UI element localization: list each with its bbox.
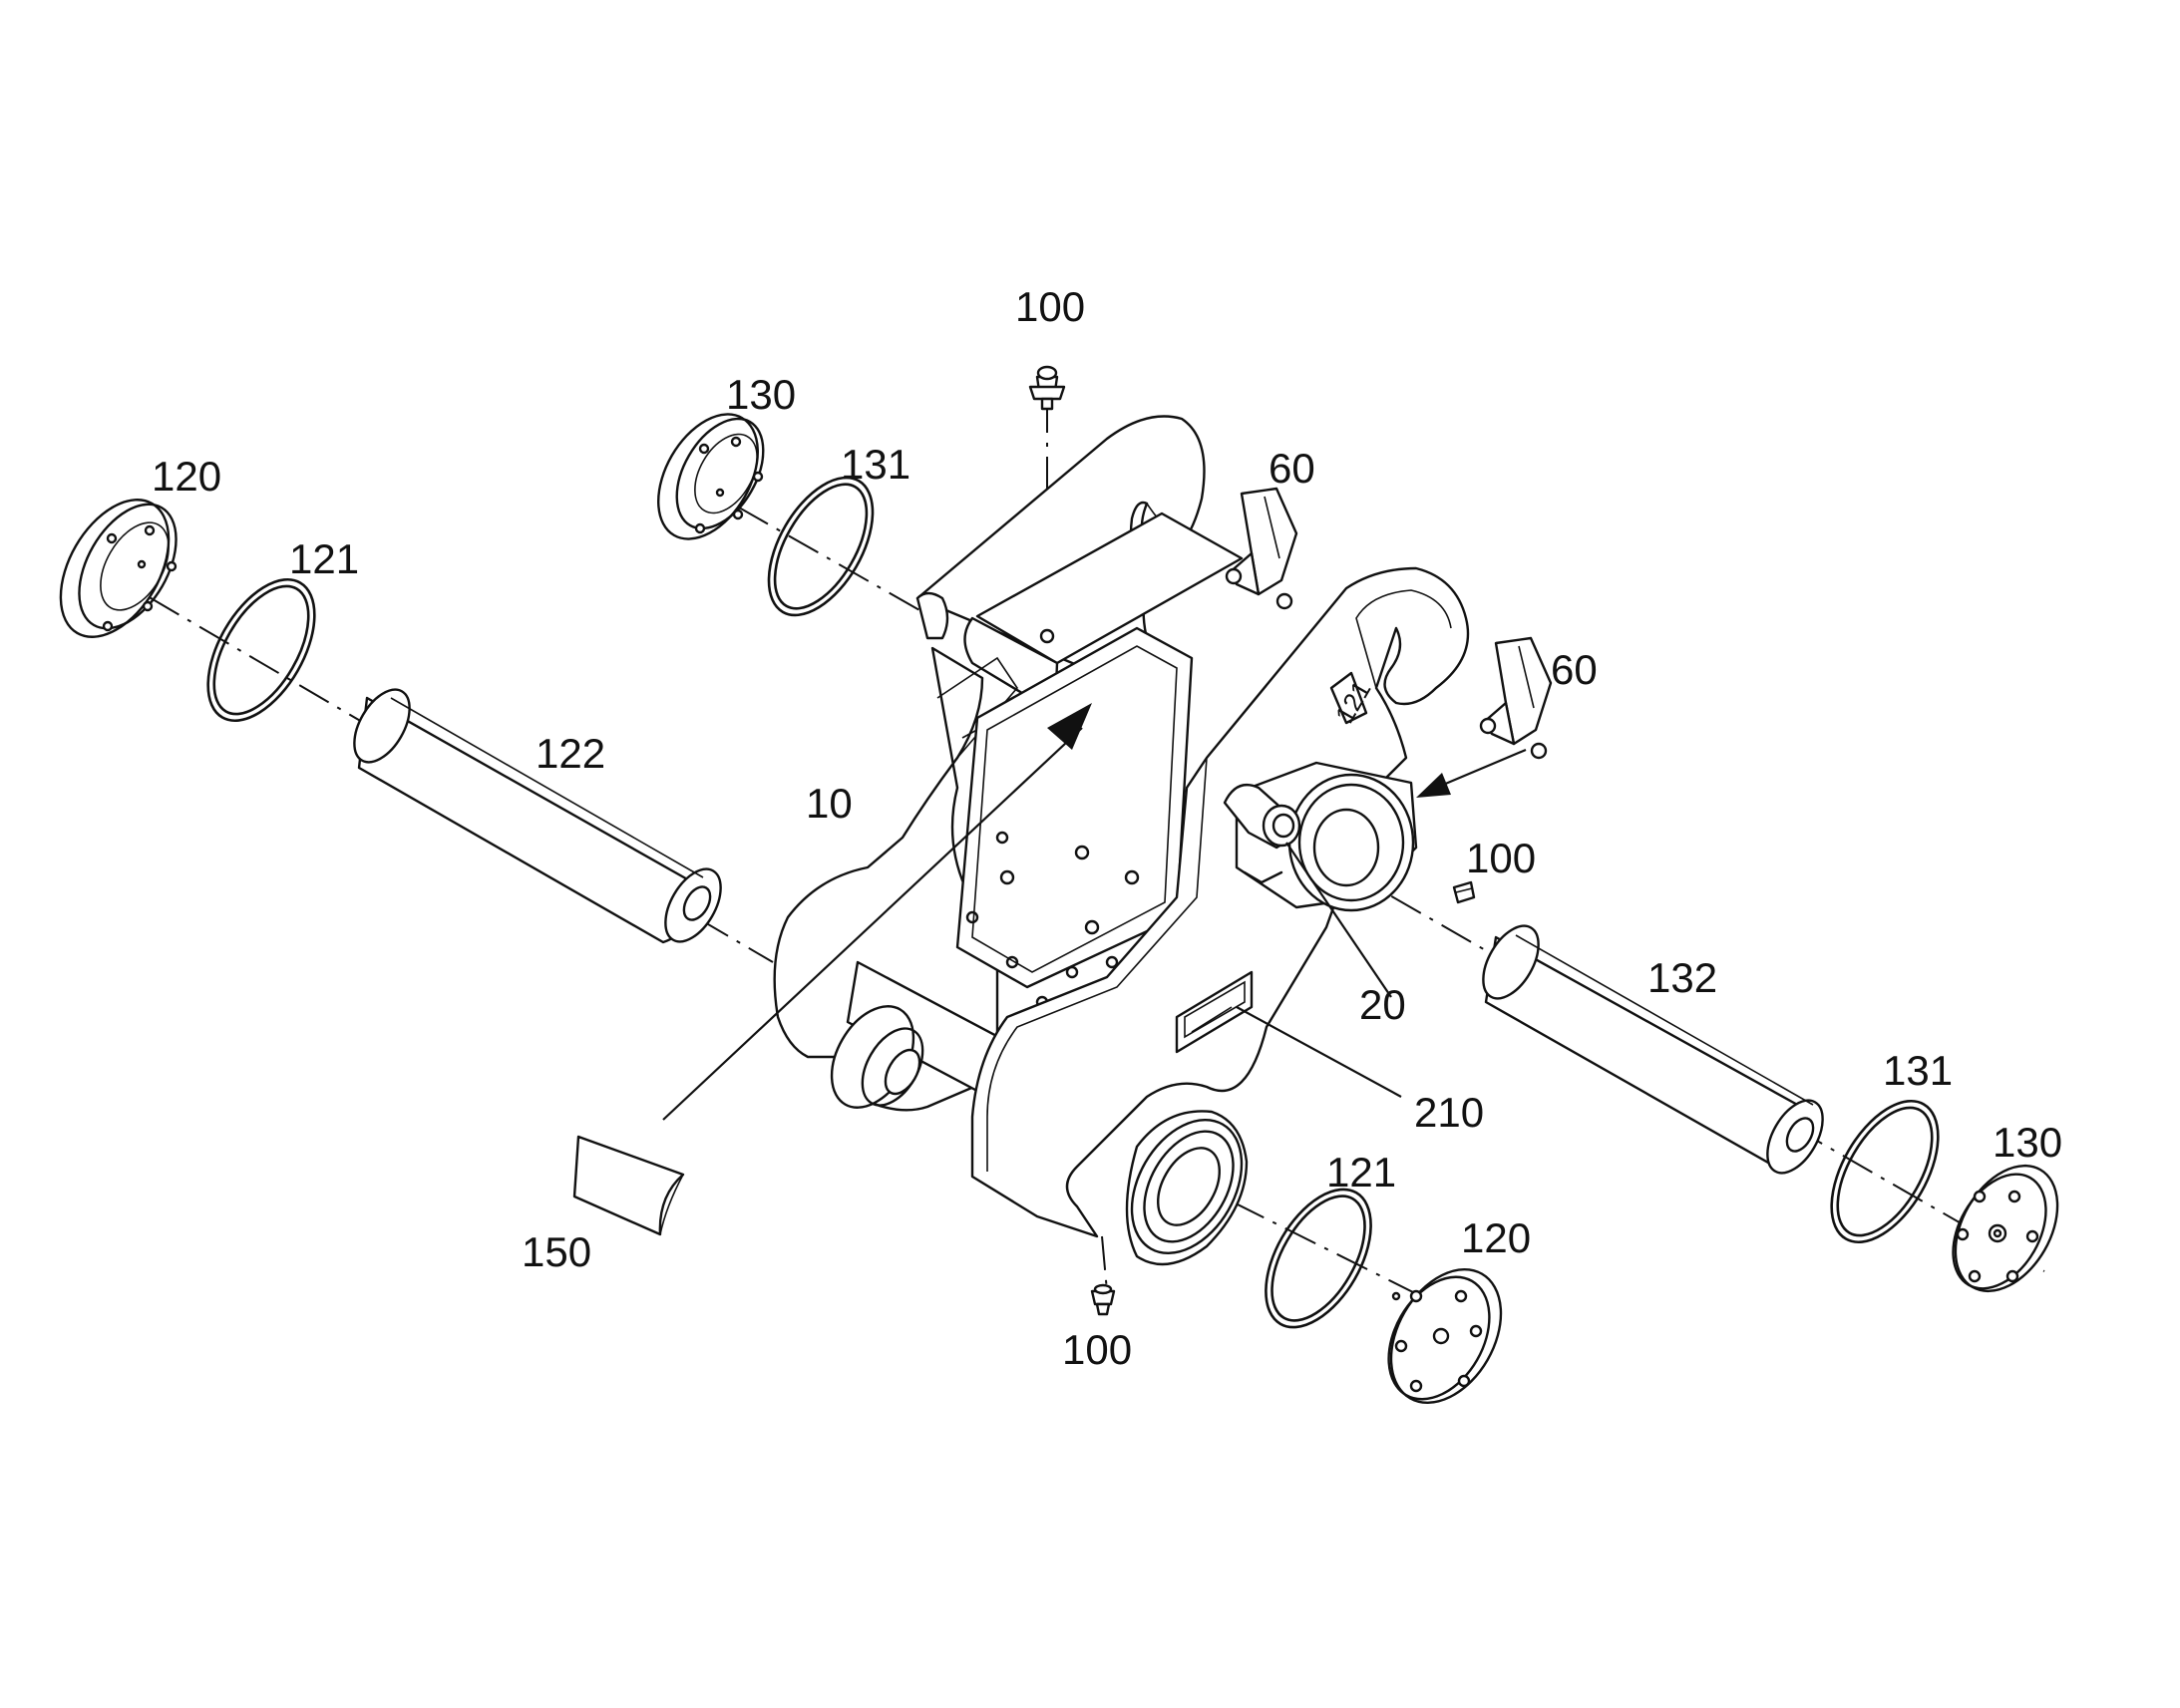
- label-10: 10: [806, 780, 853, 827]
- ring-131-right: [1830, 1099, 1940, 1244]
- end-cap-130-right: [1952, 1164, 2059, 1293]
- label-130-upper: 130: [726, 371, 796, 418]
- grease-nipple-100-bottom: [1090, 1283, 1116, 1316]
- end-cap-120-left: [59, 499, 178, 638]
- arrow-head-150: [1047, 703, 1092, 750]
- label-131-upper: 131: [841, 441, 910, 488]
- label-132: 132: [1647, 954, 1717, 1001]
- wear-pad-60-upper: [1225, 487, 1298, 610]
- ring-131-upper: [767, 476, 875, 617]
- label-60-lower: 60: [1551, 646, 1598, 693]
- pin-122: [353, 688, 722, 944]
- label-121-lower: 121: [1326, 1149, 1396, 1196]
- pin-boss-20: [1223, 761, 1418, 912]
- label-120-left: 120: [152, 453, 221, 500]
- label-150: 150: [522, 1228, 591, 1275]
- label-100-right: 100: [1466, 835, 1536, 881]
- quick-coupler-frame-10: 121: [773, 415, 1470, 1266]
- label-100-top: 100: [1015, 283, 1085, 330]
- grease-nipple-100-right: [1452, 880, 1476, 904]
- label-122: 122: [536, 730, 605, 777]
- end-cap-120-lower: [1387, 1267, 1503, 1405]
- label-131-right: 131: [1883, 1047, 1953, 1094]
- label-60-upper: 60: [1269, 445, 1315, 492]
- leader-lines: [662, 703, 1527, 1121]
- callout-labels: 10 20 60 60 100 100 100 120 120 121 121 …: [152, 283, 2062, 1373]
- ring-121-left: [206, 577, 316, 723]
- end-cap-130-upper: [657, 413, 765, 540]
- ring-121-lower: [1265, 1188, 1372, 1329]
- label-120-lower: 120: [1461, 1214, 1531, 1261]
- label-121-left: 121: [289, 535, 359, 582]
- label-20: 20: [1359, 981, 1406, 1028]
- label-210: 210: [1414, 1089, 1484, 1136]
- arrow-head-60: [1416, 773, 1451, 798]
- label-100-bottom: 100: [1062, 1326, 1132, 1373]
- insert-150: [572, 1135, 685, 1236]
- label-130-right: 130: [1993, 1119, 2062, 1166]
- pin-132: [1482, 924, 1824, 1175]
- grease-nipple-100-top: [1028, 365, 1066, 411]
- wear-pad-60-lower: [1479, 636, 1553, 760]
